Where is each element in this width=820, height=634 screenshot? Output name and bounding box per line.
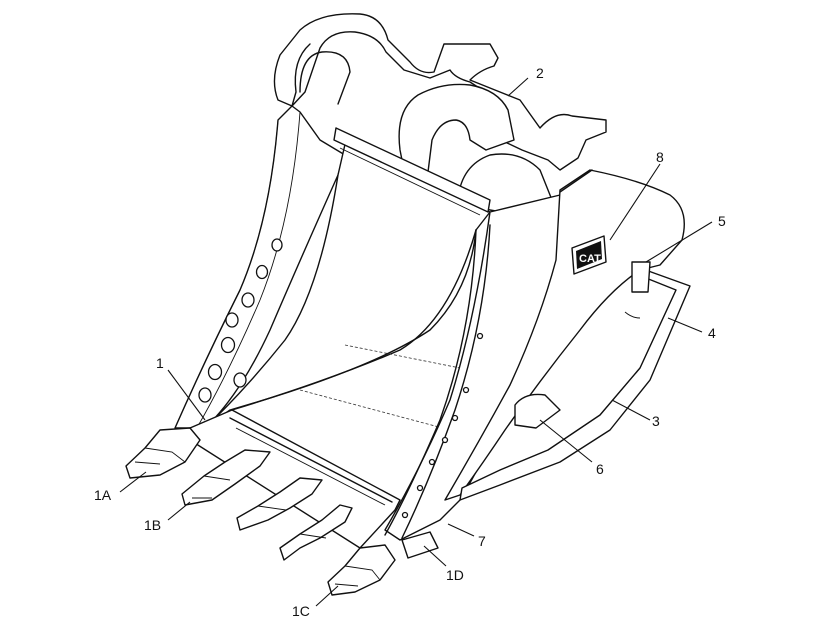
callout-1d: 1D xyxy=(446,567,464,583)
left-ear-loop xyxy=(299,51,351,105)
callout-1c: 1C xyxy=(292,603,310,619)
callout-1b: 1B xyxy=(144,517,161,533)
callout-4: 4 xyxy=(708,325,716,341)
middle-ear-loop xyxy=(398,83,515,173)
right-wall-holes xyxy=(401,332,484,519)
callout-1: 1 xyxy=(156,355,164,371)
callout-6: 6 xyxy=(596,461,604,477)
leader-lines xyxy=(119,77,713,607)
callout-2: 2 xyxy=(536,65,544,81)
side-wall-holes xyxy=(198,238,283,403)
tooth-fourth xyxy=(279,504,353,561)
tooth-1c xyxy=(327,544,396,596)
rear-cross-beam xyxy=(333,127,491,213)
cat-logo: CAT xyxy=(571,235,607,275)
callout-1a: 1A xyxy=(94,487,112,503)
tooth-middle xyxy=(236,477,323,531)
cat-logo-text: CAT xyxy=(579,253,601,265)
callout-5: 5 xyxy=(718,213,726,229)
side-pin-1d xyxy=(401,531,439,559)
callout-3: 3 xyxy=(652,413,660,429)
tooth-1b xyxy=(181,449,271,506)
wear-block xyxy=(514,393,561,429)
tooth-1a xyxy=(125,427,201,479)
rear-hinge-plate xyxy=(273,13,607,171)
callout-7: 7 xyxy=(478,533,486,549)
callout-8: 8 xyxy=(656,149,664,165)
